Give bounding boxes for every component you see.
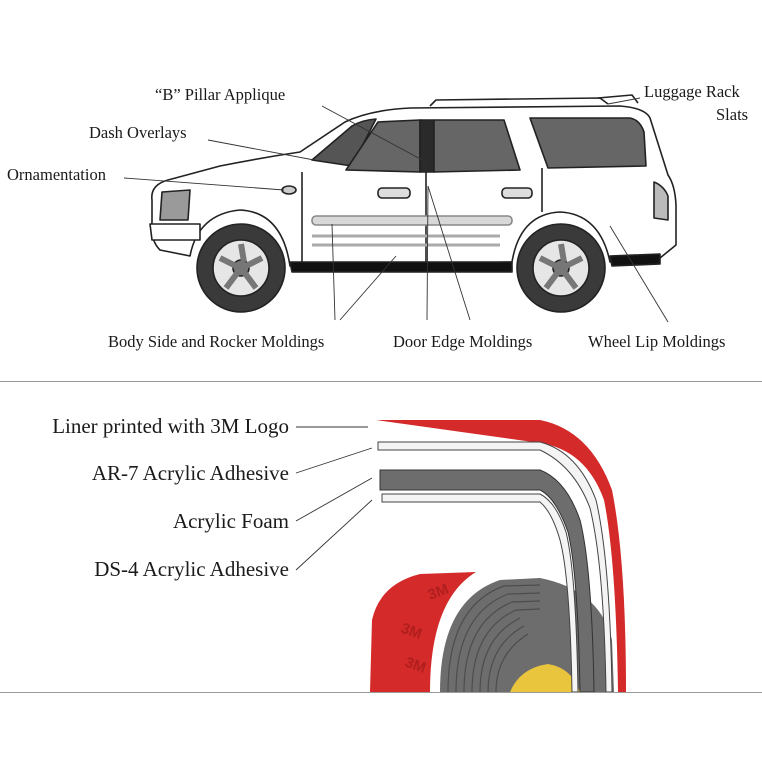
headlight — [159, 189, 191, 221]
suv-illustration — [123, 94, 677, 323]
leader-body-side-1 — [331, 223, 336, 321]
body-side-molding — [311, 215, 513, 226]
label-ar7-adhesive: AR-7 Acrylic Adhesive — [91, 461, 289, 485]
leader-body-side-2 — [339, 255, 397, 321]
roll-red-face — [370, 572, 476, 692]
front-bumper — [149, 223, 201, 241]
front-wheel — [196, 223, 286, 313]
leader-door-edge-2 — [427, 185, 471, 321]
label-ds4-adhesive: DS-4 Acrylic Adhesive — [94, 557, 289, 581]
roll-logo-2: 3M — [399, 620, 424, 643]
leader-dash-overlays — [207, 139, 315, 161]
leader-ornamentation — [123, 177, 285, 191]
label-wheel-lip-moldings: Wheel Lip Moldings — [588, 332, 726, 351]
label-luggage-rack: Luggage Rack — [644, 82, 740, 101]
label-acrylic-foam: Acrylic Foam — [172, 509, 289, 533]
label-b-pillar-applique: “B” Pillar Applique — [155, 85, 286, 104]
leader-door-edge-1 — [426, 185, 429, 321]
leader-ar7 — [295, 447, 373, 474]
rear-door-handle — [501, 187, 533, 199]
taillight — [653, 181, 669, 221]
roll-core — [510, 664, 580, 692]
roll-logo-3: 3M — [403, 654, 428, 677]
leader-b-pillar — [321, 105, 427, 163]
rear-wheel — [516, 223, 606, 313]
label-liner: Liner printed with 3M Logo — [52, 414, 289, 438]
label-luggage-rack-slats: Slats — [716, 105, 749, 124]
label-ornamentation: Ornamentation — [7, 165, 106, 184]
windshield — [311, 118, 377, 167]
front-door-handle — [377, 187, 411, 199]
leader-wheel-lip — [609, 225, 669, 323]
label-body-side-rocker-moldings: Body Side and Rocker Moldings — [108, 332, 325, 351]
leader-foam — [295, 477, 373, 522]
roof-rack — [429, 97, 609, 107]
label-dash-overlays: Dash Overlays — [89, 123, 187, 142]
rear-window — [433, 119, 521, 173]
section-divider-bottom — [0, 692, 762, 693]
roll-logo-1: 3M — [426, 581, 451, 604]
cargo-window — [529, 117, 647, 169]
rocker-panel — [289, 261, 513, 273]
leader-luggage-rack — [607, 97, 641, 105]
label-door-edge-moldings: Door Edge Moldings — [393, 332, 533, 351]
leader-ds4 — [295, 499, 373, 571]
section-divider-top — [0, 381, 762, 382]
